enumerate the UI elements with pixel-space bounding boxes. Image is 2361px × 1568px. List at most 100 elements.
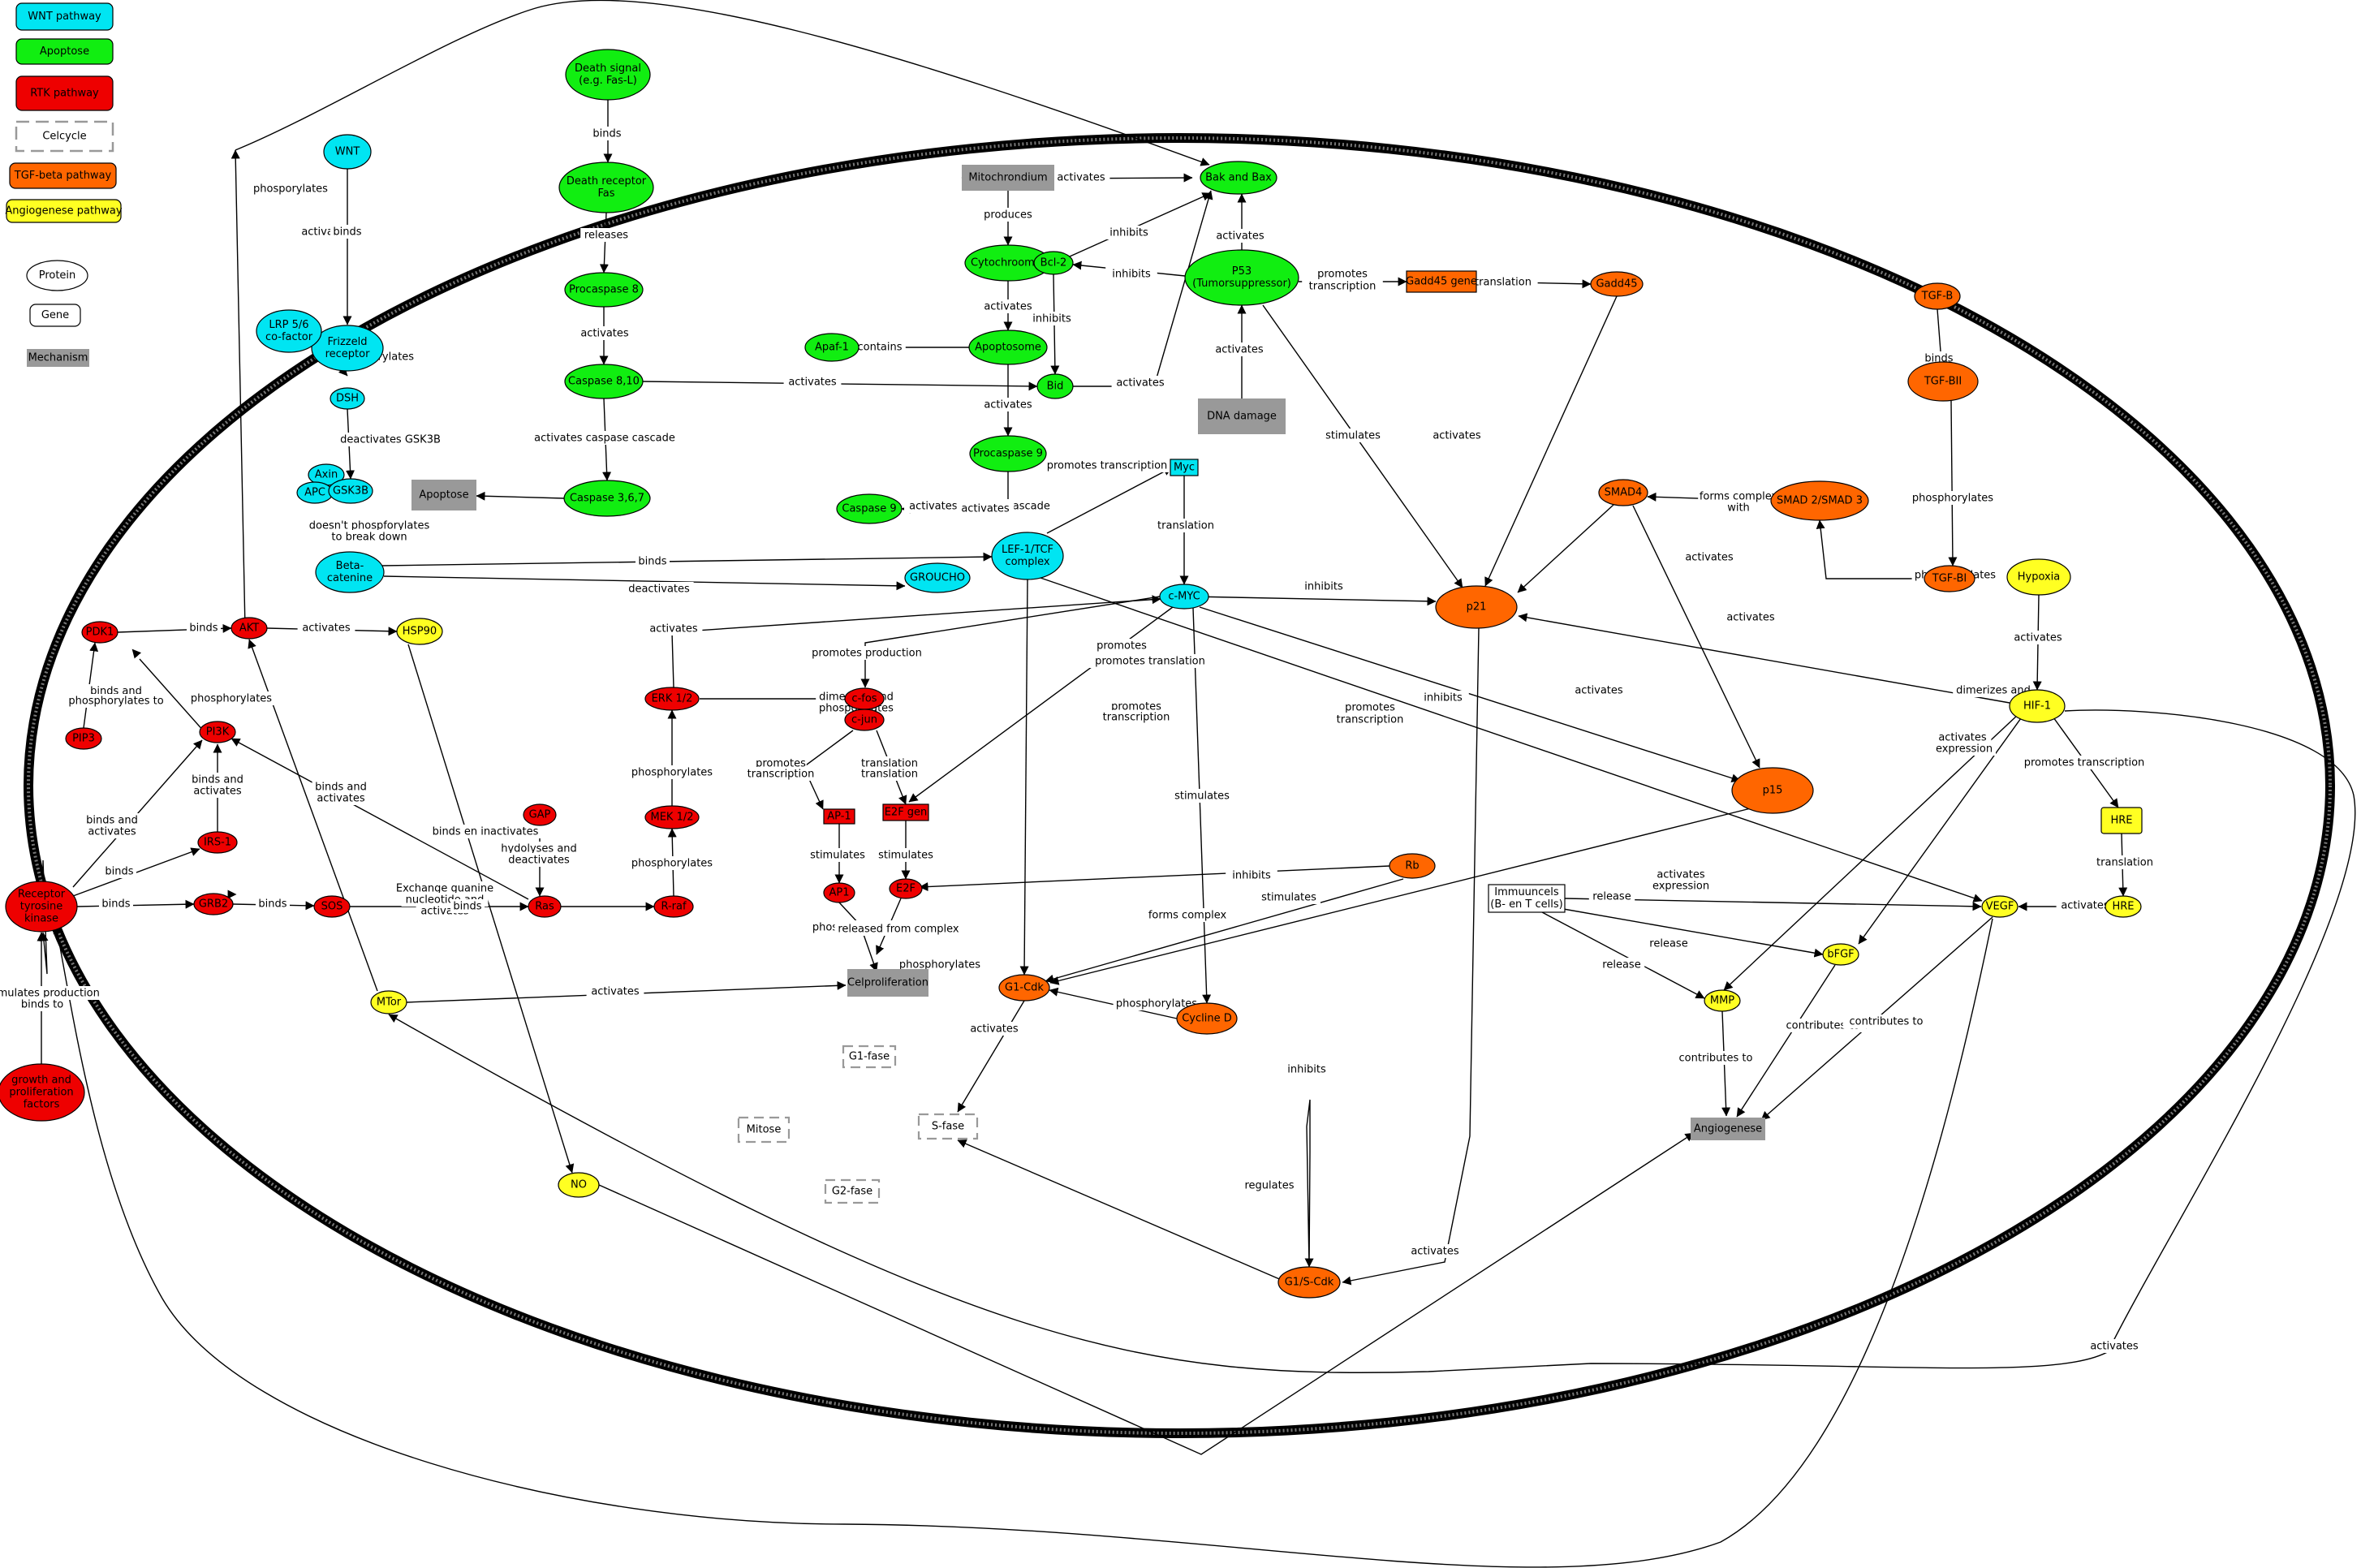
node-label: Immuuncels [1494, 886, 1559, 898]
edge-label-bg [1329, 713, 1411, 726]
legend-label: TGF-beta pathway [14, 170, 112, 182]
edge-label-bg [1344, 700, 1396, 714]
edge-label: promotes translation [1095, 656, 1205, 668]
node-label: PI3K [206, 726, 230, 739]
edge-label-bg [498, 842, 579, 855]
node-label: catenine [327, 572, 373, 584]
edge-label: regulates [1245, 1180, 1295, 1192]
node-label: DNA damage [1207, 411, 1277, 423]
node-e2fgene: E2F gen [882, 803, 929, 821]
node-dsh: DSH [330, 387, 365, 410]
edge-arrow [1040, 577, 1983, 902]
edge-label-bg [590, 127, 624, 140]
edge-label-bg [740, 767, 821, 781]
node-label: Bak and Bax [1205, 172, 1272, 184]
edge-label: activates [1657, 869, 1705, 881]
legend-item: TGF-beta pathway [9, 162, 117, 189]
node-shape [330, 387, 365, 410]
edge-label: promotes [1096, 640, 1147, 653]
node-shape [1170, 459, 1199, 476]
node-cyclind: Cycline D [1176, 1002, 1238, 1035]
edge-label: hydolyses and [501, 843, 577, 855]
edge-label: activates [1433, 430, 1481, 442]
edge-arrow [1816, 519, 1924, 579]
node-shape [558, 162, 654, 213]
edge-label: expression [1652, 881, 1709, 893]
edge-label-bg [628, 856, 716, 870]
node-gadd45: Gadd45 [1590, 271, 1644, 297]
legend-item: WNT pathway [15, 2, 114, 31]
edge-arrow [1342, 627, 1480, 1286]
node-shape [5, 881, 78, 933]
edge-label-bg [628, 765, 716, 779]
edge-label-bg [302, 519, 437, 532]
node-label: Receptor [18, 889, 66, 901]
node-shape [1691, 1118, 1765, 1140]
node-shape [523, 803, 557, 826]
node-sfase: S-fase [917, 1113, 979, 1140]
edge-label-bg [1316, 267, 1368, 281]
edge-label-bg [1598, 958, 1645, 971]
edge-label: dimerizes and [1956, 685, 2031, 697]
edge-label: expression [1936, 743, 1993, 756]
node-shape [230, 617, 268, 640]
node-casp810: Caspase 8,10 [564, 364, 644, 399]
node-bfgf: bFGF [1822, 943, 1859, 966]
edge-label: activates [591, 986, 640, 998]
node-label: G1-fase [849, 1051, 890, 1063]
legend-swatch [29, 304, 81, 327]
edge-label: forms complex [1148, 910, 1227, 922]
edge-label: binds [189, 622, 218, 635]
edge-label: phosphorylates [1116, 998, 1197, 1010]
edge-label: Exchange guanine [396, 883, 493, 895]
edge-label-bg [1649, 879, 1713, 893]
edge-arrow [1046, 467, 1173, 534]
edge-label: transcription [1103, 712, 1170, 724]
node-label: E2F [896, 883, 916, 895]
edge-label: activates [788, 377, 837, 389]
node-label: Caspase 8,10 [568, 376, 640, 388]
legend-label: Angiogenese pathway [5, 205, 122, 218]
node-label: Mitose [747, 1124, 782, 1136]
edge-label-bg [586, 984, 644, 998]
node-label: MTor [377, 997, 402, 1009]
edge-label: binds and [86, 815, 138, 827]
node-shape [991, 532, 1064, 580]
node-shape [0, 1063, 85, 1122]
edge-label: activates [1726, 612, 1775, 624]
edge-label-bg [1468, 275, 1538, 289]
edge-label-bg [1113, 997, 1200, 1010]
edge-label-bg [1210, 342, 1269, 356]
legend-item: RTK pathway [15, 75, 114, 111]
node-label: SOS [321, 901, 343, 913]
edge-arrow [1304, 1099, 1314, 1268]
node-shape [824, 1178, 881, 1204]
node-label: Apoptose [419, 489, 468, 502]
node-label: bFGF [1827, 949, 1854, 961]
edge-label: promotes [756, 758, 806, 770]
edge-label-bg [16, 997, 68, 1011]
edge-label-bg [580, 228, 632, 242]
legend-label: Celcycle [42, 131, 86, 143]
node-label: MMP [1710, 995, 1734, 1007]
node-shape [917, 1113, 979, 1140]
node-hsp90: HSP90 [396, 618, 443, 645]
node-label: Ras [535, 901, 554, 913]
edge-arrow [381, 552, 993, 566]
node-shape [1159, 584, 1209, 610]
node-shape [328, 478, 373, 504]
edge-label-bg [1298, 579, 1350, 593]
node-shape [396, 618, 443, 645]
edge-label: activates [88, 826, 136, 838]
edge-arrow [230, 149, 246, 629]
edge-label-bg [1096, 639, 1148, 653]
edge-label: activates [1938, 732, 1987, 744]
edge-label: binds [258, 898, 287, 911]
edge-label-bg [102, 864, 136, 878]
edge-label: with [1727, 502, 1750, 515]
legend-item: Protein [26, 260, 88, 291]
edge-label: contributes to [1679, 1053, 1753, 1065]
edge-arrow [1484, 295, 1618, 587]
